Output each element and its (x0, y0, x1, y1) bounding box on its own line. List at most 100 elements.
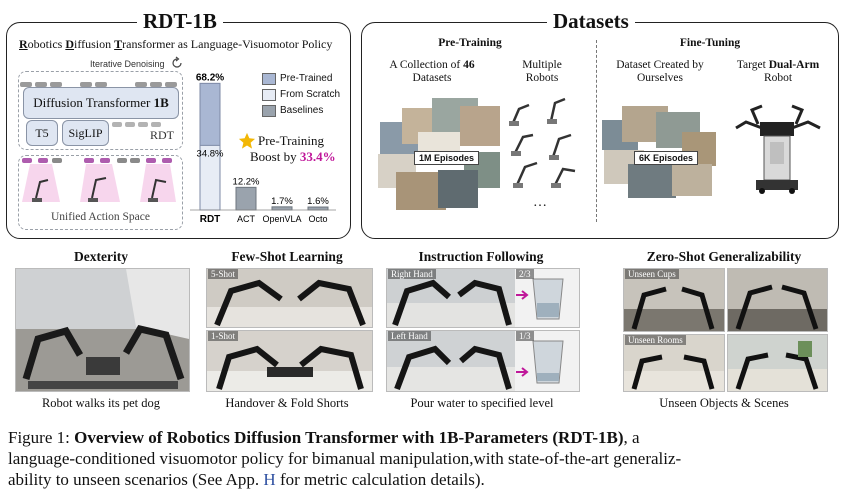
zero-shot-photo-2 (727, 268, 828, 332)
bar-octo-baseline (307, 206, 329, 211)
star-icon (238, 132, 256, 155)
boost-line1: Pre-Training (258, 133, 324, 148)
dual-arm-robot-illustration (732, 98, 824, 199)
robots-illustration (505, 93, 585, 198)
category-label: OpenVLA (262, 214, 301, 224)
value-label: 68.2% (196, 72, 224, 83)
caption-line-3: ability to unseen scenarios (See App. H … (8, 469, 838, 490)
subtitle-part: R (19, 37, 28, 51)
caption-rest1: , a (623, 428, 640, 447)
refresh-icon (170, 56, 184, 75)
tag-one-third: 1/3 (516, 331, 534, 341)
boost-prefix: Boost by (250, 149, 300, 164)
episodes-badge-pretraining: 1M Episodes (414, 151, 480, 165)
value-label: 1.6% (307, 196, 329, 207)
legend-label-baselines: Baselines (280, 105, 324, 116)
boost-line2: Boost by 33.4% (250, 149, 336, 165)
caption-line-2: language-conditioned visuomotor policy f… (8, 449, 682, 468)
bar-openvla-baseline (271, 206, 293, 211)
pretraining-collage (372, 92, 502, 214)
unified-action-space-block (18, 155, 183, 230)
subtitle-part: D (65, 37, 75, 51)
siglip-box: SigLIP (62, 120, 109, 146)
value-label: 34.8% (197, 148, 224, 159)
few-shot-photo-5shot (206, 268, 373, 328)
tag-left-hand: Left Hand (388, 331, 431, 341)
legend-swatch-baselines (262, 105, 276, 117)
zero-shot-photo-4 (727, 334, 828, 392)
section-title-instruction: Instruction Following (418, 249, 544, 264)
subtitle-part: T (114, 37, 123, 51)
instruction-photo-left (386, 330, 580, 392)
more-robots-ellipsis: … (533, 195, 547, 210)
success-rate-chart: 68.2% 34.8% RDT 12.2% ACT 1.7% OpenVLA 1.6% Octo (190, 72, 336, 225)
unified-action-space-label: Unified Action Space (50, 211, 150, 223)
rdt-model-block (18, 71, 183, 150)
tag-1-shot: 1-Shot (208, 331, 239, 341)
subtitle-part: ransformer as Language-Visuomotor Policy (122, 37, 333, 51)
finetuning-heading: Fine-Tuning (679, 37, 741, 49)
t5-box: T5 (26, 120, 58, 146)
caption-figure-label: Figure 1: (8, 428, 70, 447)
tag-right-hand: Right Hand (388, 269, 436, 279)
robot-arms-illustration (22, 158, 178, 211)
divider-line (596, 40, 597, 222)
instruction-photo-right (386, 268, 580, 328)
subtitle-part: iffusion (74, 37, 115, 51)
legend-label-scratch: From Scratch (280, 89, 341, 100)
diffusion-transformer-box: Diffusion Transformer 1B (23, 87, 179, 119)
caption-bold: Overview of Robotics Diffusion Transform… (74, 428, 624, 447)
tag-two-thirds: 2/3 (516, 269, 534, 279)
dexterity-photo (15, 268, 190, 392)
caption-line-1: Figure 1: Overview of Robotics Diffusion… (8, 427, 838, 448)
collection-suffix: Datasets (412, 72, 452, 84)
created-by-label: Dataset Created by Ourselves (616, 59, 704, 84)
diffusion-bold: 1B (153, 95, 169, 110)
episodes-badge-finetuning: 6K Episodes (634, 151, 699, 165)
section-caption-dexterity: Robot walks its pet dog (41, 396, 161, 410)
value-label: 1.7% (271, 196, 293, 207)
arrow-icon (516, 287, 530, 305)
multiple-robots-label: Multiple Robots (522, 59, 562, 84)
target-prefix: Target (736, 59, 769, 71)
category-label: ACT (237, 214, 256, 224)
section-title-zero-shot: Zero-Shot Generalizability (646, 249, 802, 264)
rdt-subtitle: Robotics Diffusion Transformer as Langua… (19, 37, 332, 52)
caption-line3-pre: ability to unseen scenarios (See App. (8, 470, 264, 489)
subtitle-part: obotics (27, 37, 66, 51)
figure-caption: Figure 1: Overview of Robotics Diffusion… (8, 427, 838, 490)
section-caption-few-shot: Handover & Fold Shorts (225, 396, 349, 410)
category-label: Octo (308, 214, 327, 224)
caption-line3-post: for metric calculation details). (275, 470, 485, 489)
datasets-panel-title: Datasets (547, 9, 635, 34)
appendix-link[interactable]: H (263, 470, 276, 489)
collection-num: 46 (463, 59, 475, 71)
section-caption-zero-shot: Unseen Objects & Scenes (659, 396, 789, 410)
section-title-dexterity: Dexterity (74, 249, 128, 264)
category-label: RDT (200, 214, 221, 225)
tag-5-shot: 5-Shot (208, 269, 239, 279)
rdt-label: RDT (150, 128, 174, 142)
token-strip-small (112, 116, 176, 134)
tag-unseen-cups: Unseen Cups (625, 269, 679, 279)
diffusion-prefix: Diffusion Transformer (33, 95, 154, 110)
target-suffix: Robot (763, 72, 793, 84)
target-bold: Dual-Arm (768, 59, 820, 71)
legend-swatch-scratch (262, 89, 276, 101)
rdt-panel-title: RDT-1B (137, 9, 223, 34)
value-label: 12.2% (233, 176, 260, 187)
collection-prefix: A Collection of (389, 59, 464, 71)
arrow-icon-2 (516, 364, 530, 382)
pretraining-heading: Pre-Training (438, 37, 502, 49)
bar-act-baseline (235, 186, 257, 211)
iterative-denoising-label: Iterative Denoising (90, 59, 165, 69)
section-title-few-shot: Few-Shot Learning (231, 249, 343, 264)
boost-value: 33.4% (299, 149, 336, 164)
legend-swatch-pretrained (262, 73, 276, 85)
legend-label-pretrained: Pre-Trained (280, 73, 333, 84)
token-strip (20, 76, 180, 94)
zero-shot-photo-1 (623, 268, 725, 332)
section-caption-instruction: Pour water to specified level (410, 396, 554, 410)
